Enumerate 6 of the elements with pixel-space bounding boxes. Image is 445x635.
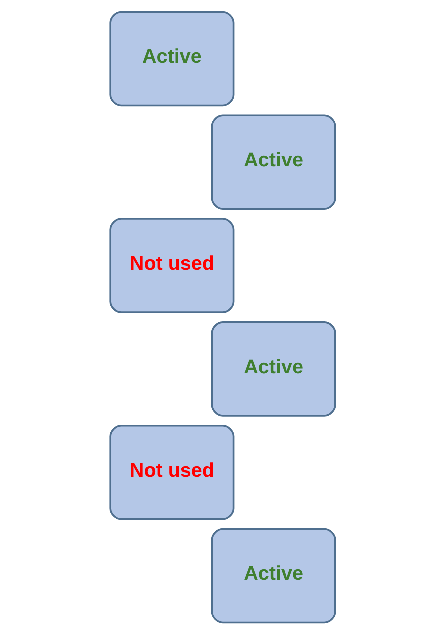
- node-box: Not used: [109, 424, 234, 520]
- node-box: Active: [109, 11, 234, 107]
- node-box: Not used: [109, 218, 234, 314]
- node-box: Active: [210, 528, 336, 624]
- node-box: Active: [210, 114, 336, 210]
- node-box: Active: [210, 322, 336, 417]
